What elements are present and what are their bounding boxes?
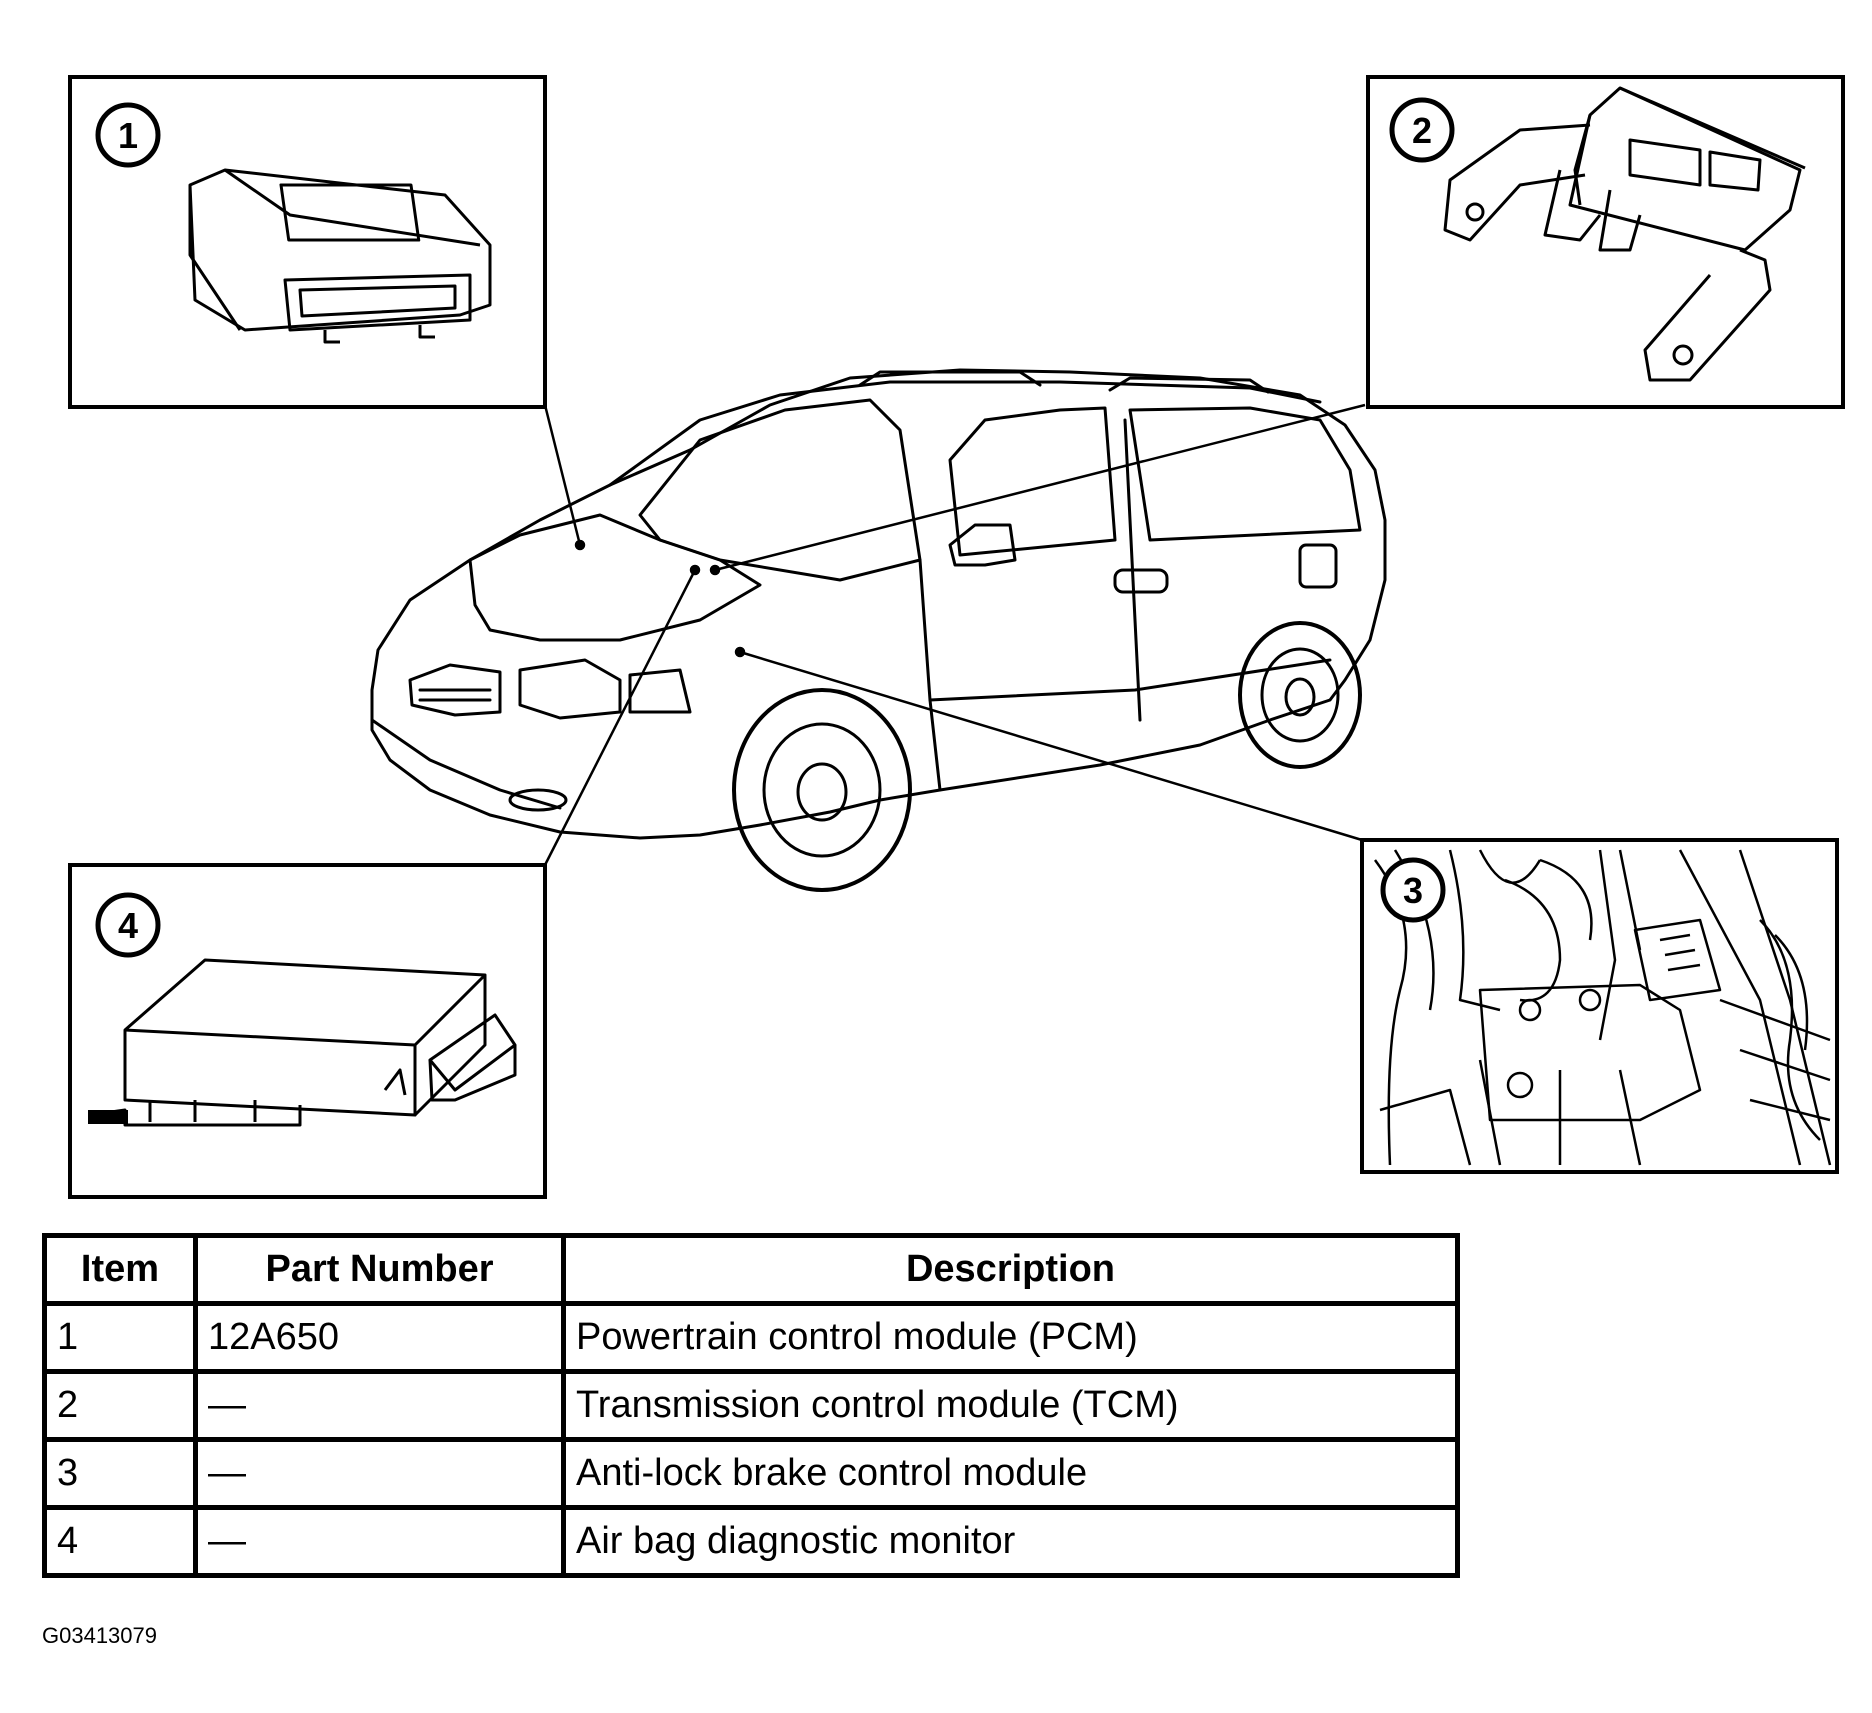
leader-lines [543,403,1366,866]
callout-circle-4 [95,892,161,958]
table-row: 4 — Air bag diagnostic monitor [42,1505,1460,1578]
minivan-illustration [370,368,1387,892]
parts-legend-table: Item Part Number Description 1 12A650 Po… [42,1233,1460,1578]
figure-id: G03413079 [42,1623,157,1648]
table-row: 1 12A650 Powertrain control module (PCM) [42,1301,1460,1374]
cell-item: 4 [42,1505,198,1578]
cell-item: 1 [42,1301,198,1374]
cell-description: Transmission control module (TCM) [561,1369,1460,1442]
inset-abs: 3 [1360,838,1839,1174]
header-item: Item [42,1233,198,1306]
cell-part-number: — [193,1369,566,1442]
cell-item: 3 [42,1437,198,1510]
inset-airbag-monitor: 4 [68,863,547,1199]
cell-description: Air bag diagnostic monitor [561,1505,1460,1578]
callout-number-1: 1 [118,115,138,156]
header-description: Description [561,1233,1460,1306]
table-row: 2 — Transmission control module (TCM) [42,1369,1460,1442]
cell-part-number: 12A650 [193,1301,566,1374]
header-part-number: Part Number [193,1233,566,1306]
inset-tcm: 2 [1366,75,1845,409]
callout-number-2: 2 [1412,110,1432,151]
cell-description: Powertrain control module (PCM) [561,1301,1460,1374]
callout-circle-1 [95,102,161,168]
cell-part-number: — [193,1505,566,1578]
callout-circle-3 [1380,857,1446,923]
module-location-diagram: 1 2 [68,75,1845,1199]
cell-description: Anti-lock brake control module [561,1437,1460,1510]
callout-number-4: 4 [118,905,138,946]
cell-item: 2 [42,1369,198,1442]
callout-circle-2 [1389,97,1455,163]
inset-pcm: 1 [68,75,547,409]
cell-part-number: — [193,1437,566,1510]
callout-number-3: 3 [1403,870,1423,911]
table-header-row: Item Part Number Description [42,1233,1460,1306]
table-row: 3 — Anti-lock brake control module [42,1437,1460,1510]
